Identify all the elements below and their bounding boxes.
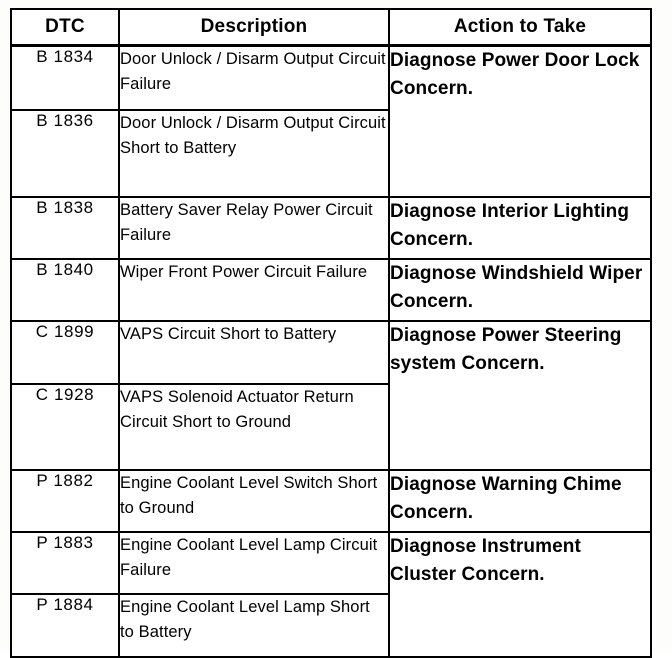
dtc-description: VAPS Circuit Short to Battery xyxy=(118,320,390,385)
table-row: B 1840 Wiper Front Power Circuit Failure… xyxy=(10,258,652,322)
column-header-description: Description xyxy=(118,8,390,47)
dtc-description: Door Unlock / Disarm Output Circuit Shor… xyxy=(118,109,390,198)
table-row: B 1834 Door Unlock / Disarm Output Circu… xyxy=(10,44,652,198)
dtc-description: Engine Coolant Level Lamp Short to Batte… xyxy=(118,593,390,658)
dtc-description: VAPS Solenoid Actuator Return Circuit Sh… xyxy=(118,383,390,471)
dtc-description: Engine Coolant Level Switch Short to Gro… xyxy=(118,469,390,533)
dtc-code: C 1928 xyxy=(10,383,120,471)
table-row: P 1883 Engine Coolant Level Lamp Circuit… xyxy=(10,531,652,658)
column-header-dtc: DTC xyxy=(10,8,120,47)
action-to-take: Diagnose Windshield Wiper Concern. xyxy=(388,258,652,322)
table-row: B 1836 Door Unlock / Disarm Output Circu… xyxy=(10,109,651,198)
dtc-code: B 1836 xyxy=(10,109,120,198)
action-to-take: Diagnose Interior Lighting Concern. xyxy=(388,196,652,260)
table-row: C 1928 VAPS Solenoid Actuator Return Cir… xyxy=(10,383,651,471)
dtc-code: B 1840 xyxy=(10,258,120,322)
table-row: C 1899 VAPS Circuit Short to Battery Dia… xyxy=(10,320,652,471)
action-to-take: Diagnose Power Door Lock Concern. xyxy=(388,44,652,198)
dtc-code: B 1834 xyxy=(10,44,120,111)
action-to-take: Diagnose Power Steering system Concern. xyxy=(388,320,652,471)
table-row: B 1838 Battery Saver Relay Power Circuit… xyxy=(10,196,652,260)
column-header-action: Action to Take xyxy=(388,8,652,47)
dtc-description: Wiper Front Power Circuit Failure xyxy=(118,258,390,322)
dtc-code: P 1882 xyxy=(10,469,120,533)
dtc-description: Engine Coolant Level Lamp Circuit Failur… xyxy=(118,531,390,595)
table-row: P 1884 Engine Coolant Level Lamp Short t… xyxy=(10,593,651,658)
table-header-row: DTC Description Action to Take xyxy=(10,8,652,47)
dtc-code: C 1899 xyxy=(10,320,120,385)
action-to-take: Diagnose Warning Chime Concern. xyxy=(388,469,652,533)
dtc-reference-table: DTC Description Action to Take B 1834 Do… xyxy=(10,8,652,658)
dtc-code: B 1838 xyxy=(10,196,120,260)
dtc-code: P 1884 xyxy=(10,593,120,658)
dtc-description: Battery Saver Relay Power Circuit Failur… xyxy=(118,196,390,260)
table-row: P 1882 Engine Coolant Level Switch Short… xyxy=(10,469,652,533)
dtc-description: Door Unlock / Disarm Output Circuit Fail… xyxy=(118,44,390,111)
dtc-code: P 1883 xyxy=(10,531,120,595)
action-to-take: Diagnose Instrument Cluster Concern. xyxy=(388,531,652,658)
